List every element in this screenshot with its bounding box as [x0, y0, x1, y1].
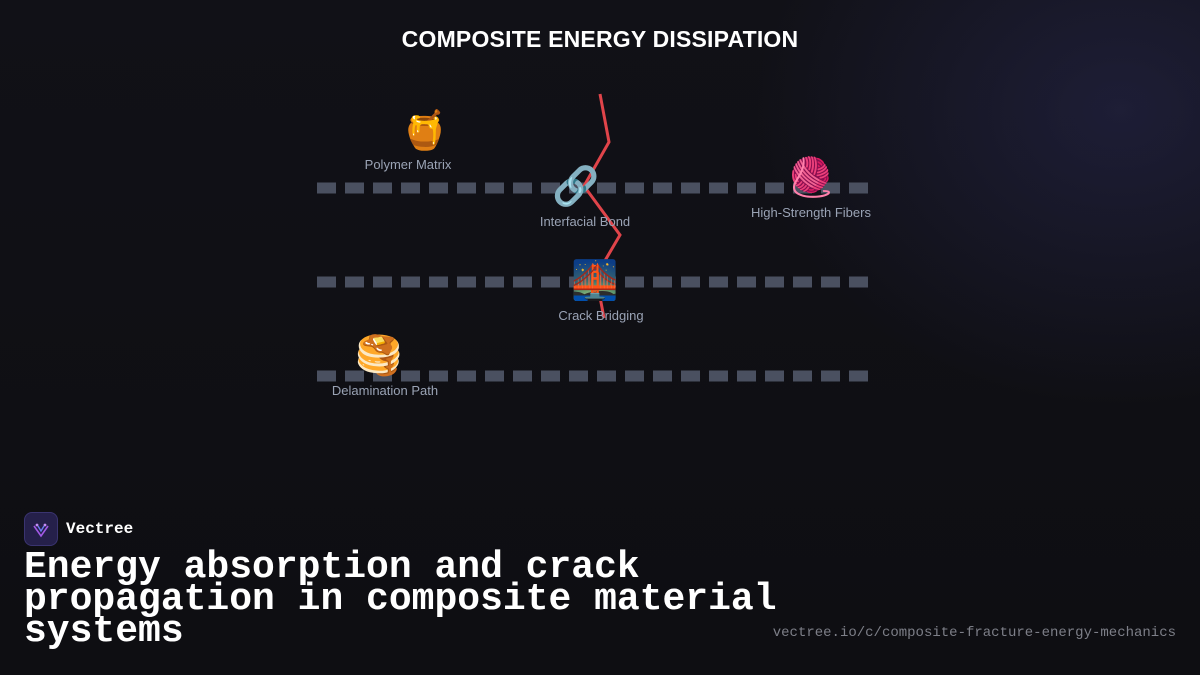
honey-pot-icon: 🍯 [401, 108, 448, 152]
node-crack-bridging: 🌉 Crack Bridging [558, 258, 643, 323]
source-url[interactable]: vectree.io/c/composite-fracture-energy-m… [772, 625, 1176, 641]
node-label: High-Strength Fibers [751, 205, 871, 220]
bridge-icon: 🌉 [571, 258, 618, 302]
node-delamination-path: 🥞 Delamination Path [332, 333, 438, 398]
diagram-title: COMPOSITE ENERGY DISSIPATION [401, 26, 799, 52]
brand-name: Vectree [66, 520, 134, 538]
headline: Energy absorption and crack propagation … [24, 546, 777, 653]
node-label: Crack Bridging [558, 308, 643, 323]
link-icon: 🔗 [552, 163, 599, 209]
pancakes-icon: 🥞 [355, 333, 402, 379]
yarn-icon: 🧶 [787, 155, 834, 199]
node-label: Delamination Path [332, 383, 438, 398]
node-interfacial-bond: 🔗 Interfacial Bond [540, 163, 630, 229]
node-polymer-matrix: 🍯 Polymer Matrix [365, 108, 452, 172]
node-high-strength-fibers: 🧶 High-Strength Fibers [751, 155, 871, 220]
crack-path [582, 93, 622, 319]
node-label: Polymer Matrix [365, 157, 452, 172]
brand: Vectree [24, 512, 133, 546]
vectree-logo-icon [24, 512, 58, 546]
node-label: Interfacial Bond [540, 214, 630, 229]
